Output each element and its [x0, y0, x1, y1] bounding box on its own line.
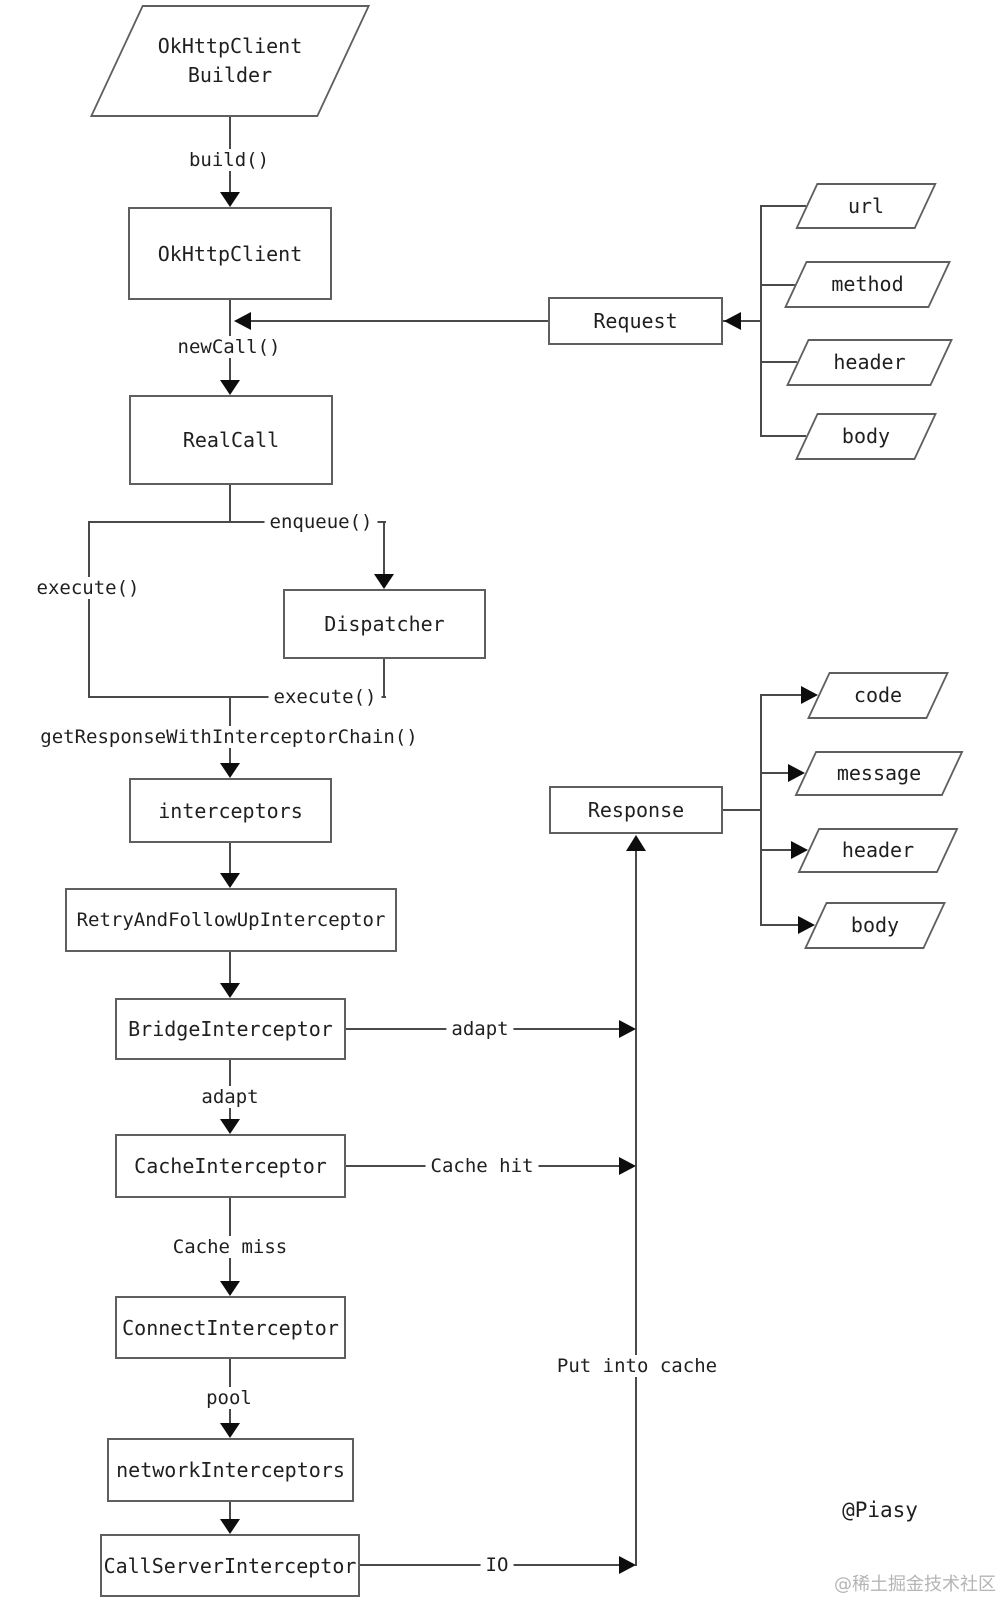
arrow-into-bridge: [220, 983, 240, 998]
arrow-into-retry: [220, 873, 240, 888]
node-interceptors: interceptors: [129, 778, 332, 843]
edge-label-execute-return: execute(): [268, 686, 382, 708]
edge-label-pool: pool: [201, 1387, 257, 1409]
request-stub-body: [762, 435, 806, 437]
arrow-cachehit-into-spine: [619, 1157, 636, 1175]
node-label: OkHttpClient Builder: [116, 5, 344, 117]
arrow-into-request: [724, 312, 741, 330]
response-stub-header: [762, 849, 791, 851]
response-stub-code: [762, 694, 801, 696]
arrow-into-connect: [220, 1281, 240, 1296]
node-response-body: body: [804, 902, 946, 949]
node-label: url: [847, 193, 885, 218]
node-label: header: [841, 838, 915, 862]
node-label: body: [841, 424, 891, 448]
dispatcher-out-vline: [383, 659, 385, 697]
edge-label-build: build(): [183, 149, 275, 171]
edge-label-chain: getResponseWithInterceptorChain(): [35, 726, 423, 748]
node-label: message: [836, 761, 922, 785]
response-branch-vline: [760, 694, 762, 926]
edge-label-newcall: newCall(): [172, 336, 286, 358]
arrow-into-network: [220, 1423, 240, 1438]
response-branch-stub: [723, 809, 761, 811]
arrow-into-code: [801, 686, 818, 704]
builder-label-line1: OkHttpClient: [157, 34, 303, 58]
node-okhttpclient: OkHttpClient: [128, 207, 332, 300]
arrow-into-response: [626, 835, 646, 851]
node-cacheinterceptor: CacheInterceptor: [115, 1134, 346, 1198]
node-networkinterceptors: networkInterceptors: [107, 1438, 354, 1502]
node-response-message: message: [794, 751, 964, 796]
arrow-into-message: [788, 764, 805, 782]
request-branch-vline: [760, 205, 762, 437]
edge-label-execute-left: execute(): [31, 577, 145, 599]
arrow-adapt-into-spine: [619, 1020, 636, 1038]
node-connectinterceptor: ConnectInterceptor: [115, 1296, 346, 1359]
node-request: Request: [548, 297, 723, 345]
execute-left-vline: [88, 521, 90, 697]
arrow-into-dispatcher: [374, 574, 394, 589]
node-bridgeinterceptor: BridgeInterceptor: [115, 998, 346, 1060]
edge-label-enqueue: enqueue(): [264, 511, 378, 533]
response-stub-body: [762, 924, 798, 926]
node-label: header: [833, 350, 906, 374]
node-response-code: code: [807, 672, 949, 719]
node-dispatcher: Dispatcher: [283, 589, 486, 659]
edge-request-branch-stub: [723, 320, 761, 322]
arrow-io-into-spine: [619, 1556, 636, 1574]
arrow-into-realcall: [220, 380, 240, 395]
arrow-into-resp-header: [791, 841, 808, 859]
enqueue-hline: [88, 521, 386, 523]
node-request-url: url: [795, 183, 937, 229]
request-stub-url: [762, 205, 806, 207]
enqueue-vline: [383, 521, 385, 575]
node-request-body: body: [795, 413, 937, 460]
request-stub-method: [762, 284, 795, 286]
network-out-line: [229, 1502, 231, 1519]
arrow-into-interceptors: [220, 763, 240, 778]
arrow-into-resp-body: [798, 916, 815, 934]
node-realcall: RealCall: [129, 395, 333, 485]
node-retryandfollowupinterceptor: RetryAndFollowUpInterceptor: [65, 888, 397, 952]
arrow-request-to-flow: [234, 312, 251, 330]
response-spine-vline: [635, 851, 637, 1566]
execute-return-hline: [88, 696, 386, 698]
site-watermark: @稀土掘金技术社区: [834, 1574, 996, 1595]
realcall-out-line: [229, 485, 231, 522]
edge-label-put-into-cache: Put into cache: [551, 1355, 723, 1377]
request-stub-header: [762, 361, 797, 363]
edge-label-cache-miss: Cache miss: [167, 1236, 293, 1258]
retry-out-line: [229, 952, 231, 983]
node-request-header: header: [786, 339, 953, 386]
edge-request-line: [251, 320, 548, 322]
edge-label-adapt-right: adapt: [446, 1018, 514, 1040]
arrow-into-cache: [220, 1119, 240, 1134]
edge-label-io: IO: [480, 1554, 514, 1576]
node-okhttpclient-builder: OkHttpClient Builder: [89, 5, 371, 117]
node-callserverinterceptor: CallServerInterceptor: [100, 1534, 360, 1597]
author-credit: @Piasy: [842, 1498, 918, 1522]
edge-label-cache-hit: Cache hit: [425, 1155, 539, 1177]
node-request-method: method: [784, 261, 951, 308]
node-label: code: [853, 683, 903, 707]
node-label: body: [850, 913, 900, 937]
node-label: method: [831, 272, 904, 296]
interceptors-out-line: [229, 843, 231, 873]
node-response-header: header: [797, 828, 959, 873]
arrow-into-okhttpclient: [220, 192, 240, 207]
edge-label-adapt-down: adapt: [196, 1086, 264, 1108]
response-stub-message: [762, 772, 788, 774]
arrow-into-callserver: [220, 1519, 240, 1534]
node-response: Response: [549, 786, 723, 834]
builder-label-line2: Builder: [187, 63, 273, 87]
